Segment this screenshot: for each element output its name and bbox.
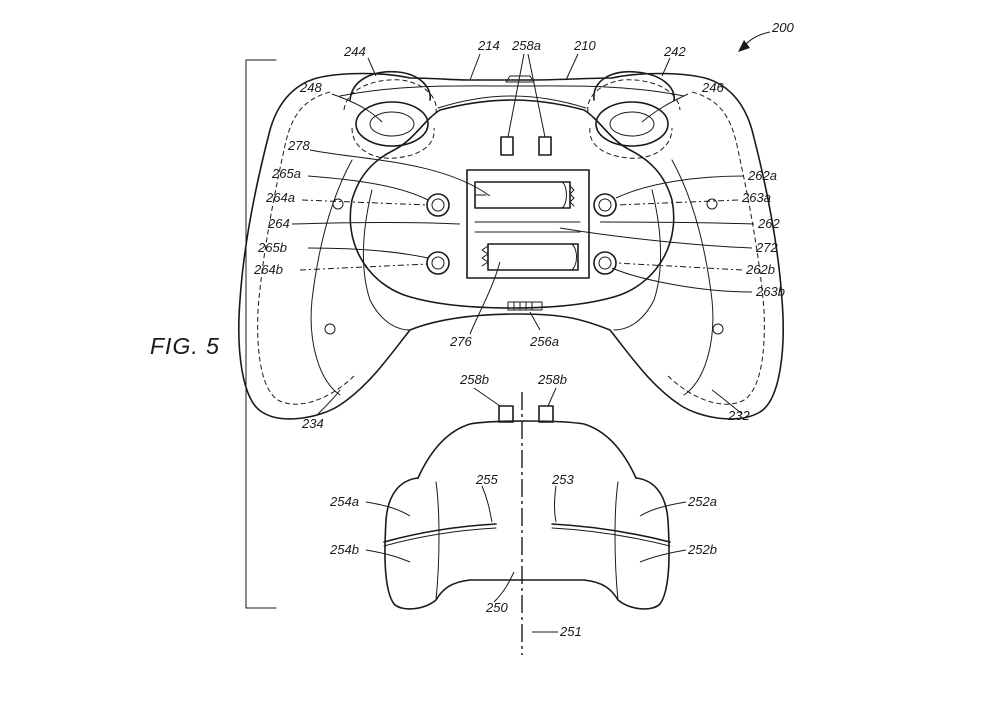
leaders-top xyxy=(291,53,755,415)
button-265a-inner xyxy=(431,198,445,212)
label-264b: 264b xyxy=(253,262,283,277)
label-265a: 265a xyxy=(271,166,301,181)
button-263b xyxy=(593,251,617,275)
label-242: 242 xyxy=(663,44,686,59)
module-250 xyxy=(383,392,671,655)
label-258b-left: 258b xyxy=(459,372,489,387)
button-263b-inner xyxy=(598,256,612,270)
label-258a: 258a xyxy=(511,38,541,53)
label-254b: 254b xyxy=(329,542,359,557)
face-panel xyxy=(349,99,675,309)
label-272: 272 xyxy=(755,240,778,255)
label-258b-right: 258b xyxy=(537,372,567,387)
left-thumbstick-248 xyxy=(355,101,429,147)
figure-bracket xyxy=(245,59,277,609)
left-trigger-dash xyxy=(343,79,437,113)
top-shoulder-band xyxy=(339,85,685,97)
button-263a-inner xyxy=(598,198,612,212)
module-left-wing-line xyxy=(435,481,440,601)
ref-200-arrowhead xyxy=(738,40,750,52)
battery-bottom-terminal xyxy=(571,243,577,271)
slot-256a-ticks xyxy=(513,301,533,311)
label-250: 250 xyxy=(485,600,508,615)
left-thumbstick-cap xyxy=(369,111,415,137)
connector-258b-right xyxy=(538,405,554,423)
side-dot-left xyxy=(332,198,344,210)
right-trigger-242 xyxy=(593,70,675,101)
label-232: 232 xyxy=(727,408,750,423)
battery-top-spring xyxy=(569,185,575,207)
label-264: 264 xyxy=(267,216,290,231)
label-262a: 262a xyxy=(747,168,777,183)
parting-line-left-2 xyxy=(383,527,497,547)
slot-256a xyxy=(507,301,543,311)
label-248: 248 xyxy=(299,80,322,95)
label-276: 276 xyxy=(449,334,472,349)
reference-labels: 244 214 258a 210 242 248 246 278 265a 26… xyxy=(253,38,785,639)
left-thumbstick-dash xyxy=(351,127,435,159)
label-234: 234 xyxy=(301,416,324,431)
left-trigger-244 xyxy=(349,70,431,101)
right-grip-contour-2 xyxy=(613,189,662,331)
label-246: 246 xyxy=(701,80,724,95)
parting-line-right-2 xyxy=(551,527,671,547)
label-263a: 263a xyxy=(741,190,771,205)
ref-200-leader xyxy=(745,31,771,45)
controller-body xyxy=(238,70,784,420)
figure-title: FIG. 5 xyxy=(150,333,220,359)
battery-divider xyxy=(474,221,581,233)
label-244: 244 xyxy=(343,44,366,59)
top-front-edge xyxy=(437,95,587,109)
right-thumbstick-246 xyxy=(595,101,669,147)
button-263a xyxy=(593,193,617,217)
battery-compartment-262 xyxy=(466,169,590,279)
battery-bottom-spring xyxy=(481,245,489,267)
parting-line-right xyxy=(551,523,671,543)
right-grip-contour xyxy=(671,159,714,396)
label-254a: 254a xyxy=(329,494,359,509)
side-dot-right xyxy=(706,198,718,210)
grip-dot-left xyxy=(324,323,336,335)
button-265b-inner xyxy=(431,256,445,270)
battery-top-278 xyxy=(474,181,571,209)
connector-258a-right xyxy=(538,136,552,156)
label-253: 253 xyxy=(551,472,574,487)
label-264a: 264a xyxy=(265,190,295,205)
leaders-bottom xyxy=(365,387,687,633)
label-256a: 256a xyxy=(529,334,559,349)
button-265b xyxy=(426,251,450,275)
button-265a xyxy=(426,193,450,217)
connector-258b-left xyxy=(498,405,514,423)
right-trigger-dash xyxy=(587,79,681,113)
label-251: 251 xyxy=(559,624,582,639)
connector-258a-left xyxy=(500,136,514,156)
module-outer-shell xyxy=(384,477,670,610)
label-265b: 265b xyxy=(257,240,287,255)
module-top-contour xyxy=(417,420,637,479)
parting-line-left xyxy=(383,523,497,543)
right-thumbstick-cap xyxy=(609,111,655,137)
label-263b: 263b xyxy=(755,284,785,299)
label-262: 262 xyxy=(757,216,780,231)
left-grip-contour xyxy=(310,159,353,396)
battery-bottom-276 xyxy=(487,243,579,271)
controller-outline xyxy=(238,72,784,420)
label-278: 278 xyxy=(287,138,310,153)
label-200: 200 xyxy=(771,20,794,35)
label-255: 255 xyxy=(475,472,498,487)
controller-inner-outline-right xyxy=(666,91,765,405)
controller-inner-outline xyxy=(257,91,356,405)
grip-dot-right xyxy=(712,323,724,335)
battery-top-terminal xyxy=(561,181,567,209)
left-grip-contour-2 xyxy=(362,189,411,331)
label-252a: 252a xyxy=(687,494,717,509)
label-252b: 252b xyxy=(687,542,717,557)
right-thumbstick-dash xyxy=(589,127,673,159)
label-214: 214 xyxy=(477,38,500,53)
label-210: 210 xyxy=(573,38,596,53)
label-262b: 262b xyxy=(745,262,775,277)
top-notch-214 xyxy=(505,75,535,83)
module-right-wing-line xyxy=(614,481,619,601)
